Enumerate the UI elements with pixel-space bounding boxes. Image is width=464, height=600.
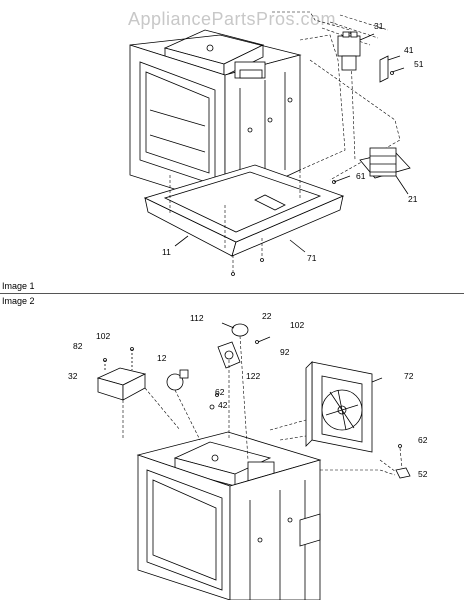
section-label-image1: Image 1 <box>2 281 35 291</box>
callout-102-left: 102 <box>96 331 111 341</box>
callout-92: 92 <box>280 347 290 357</box>
callout-102-right: 102 <box>290 320 305 330</box>
callout-62-left: 62 <box>215 387 225 397</box>
callout-32: 32 <box>68 371 78 381</box>
callout-12: 12 <box>157 353 167 363</box>
callout-122: 122 <box>246 371 261 381</box>
image1-oven-cavity <box>129 11 411 276</box>
callout-72: 72 <box>404 371 414 381</box>
callout-62-right: 62 <box>418 435 428 445</box>
callout-22: 22 <box>262 311 272 321</box>
callout-21: 21 <box>408 194 418 204</box>
callout-42: 42 <box>218 400 228 410</box>
callout-52: 52 <box>418 469 428 479</box>
callout-31: 31 <box>374 21 384 31</box>
callout-71: 71 <box>307 253 317 263</box>
callout-51: 51 <box>414 59 424 69</box>
section-label-image2: Image 2 <box>2 296 35 306</box>
image2-oven-cavity <box>96 322 411 600</box>
callout-82: 82 <box>73 341 83 351</box>
watermark: AppliancePartsPros.com <box>127 9 337 29</box>
callout-61: 61 <box>356 171 366 181</box>
callout-112: 112 <box>190 313 204 323</box>
callout-11: 11 <box>162 247 171 257</box>
callout-41: 41 <box>404 45 414 55</box>
section-divider <box>0 293 464 294</box>
